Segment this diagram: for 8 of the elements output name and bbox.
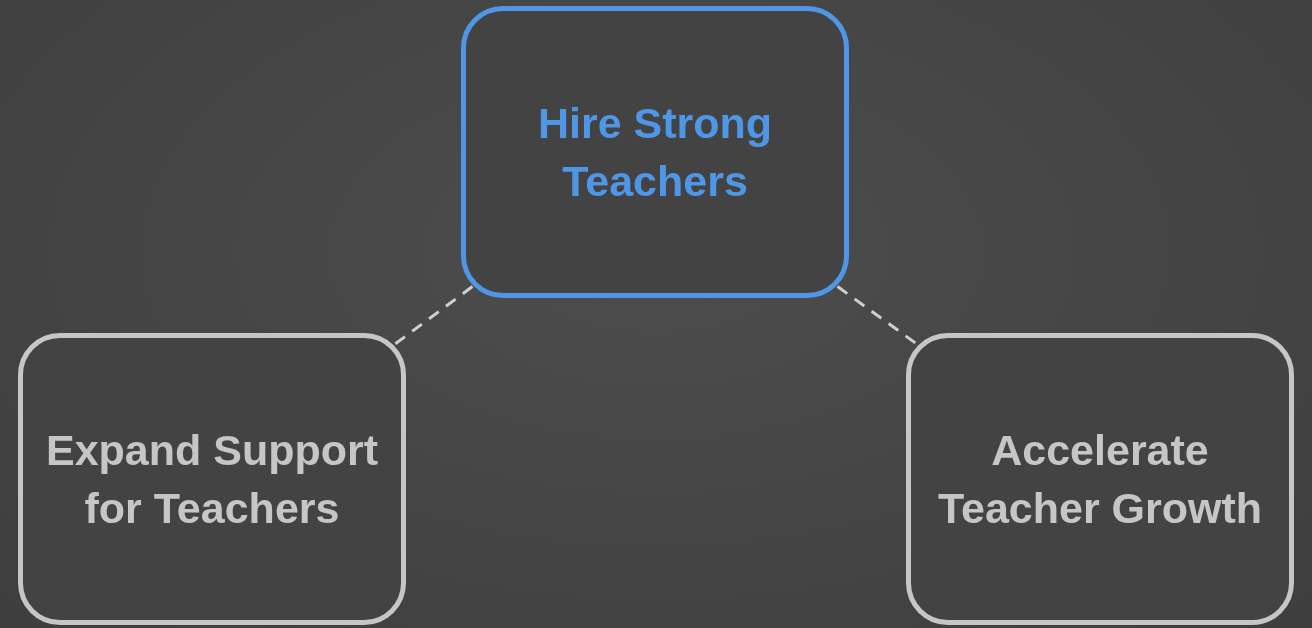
rounded-box [461,6,849,298]
rounded-box [18,333,406,625]
dashed-connector [393,285,474,346]
box-label: Expand Support for Teachers [44,425,380,534]
box-label: Hire Strong Teachers [536,98,774,207]
rounded-box [906,333,1294,625]
dashed-connector [836,285,919,346]
box-label: Accelerate Teacher Growth [936,425,1264,534]
